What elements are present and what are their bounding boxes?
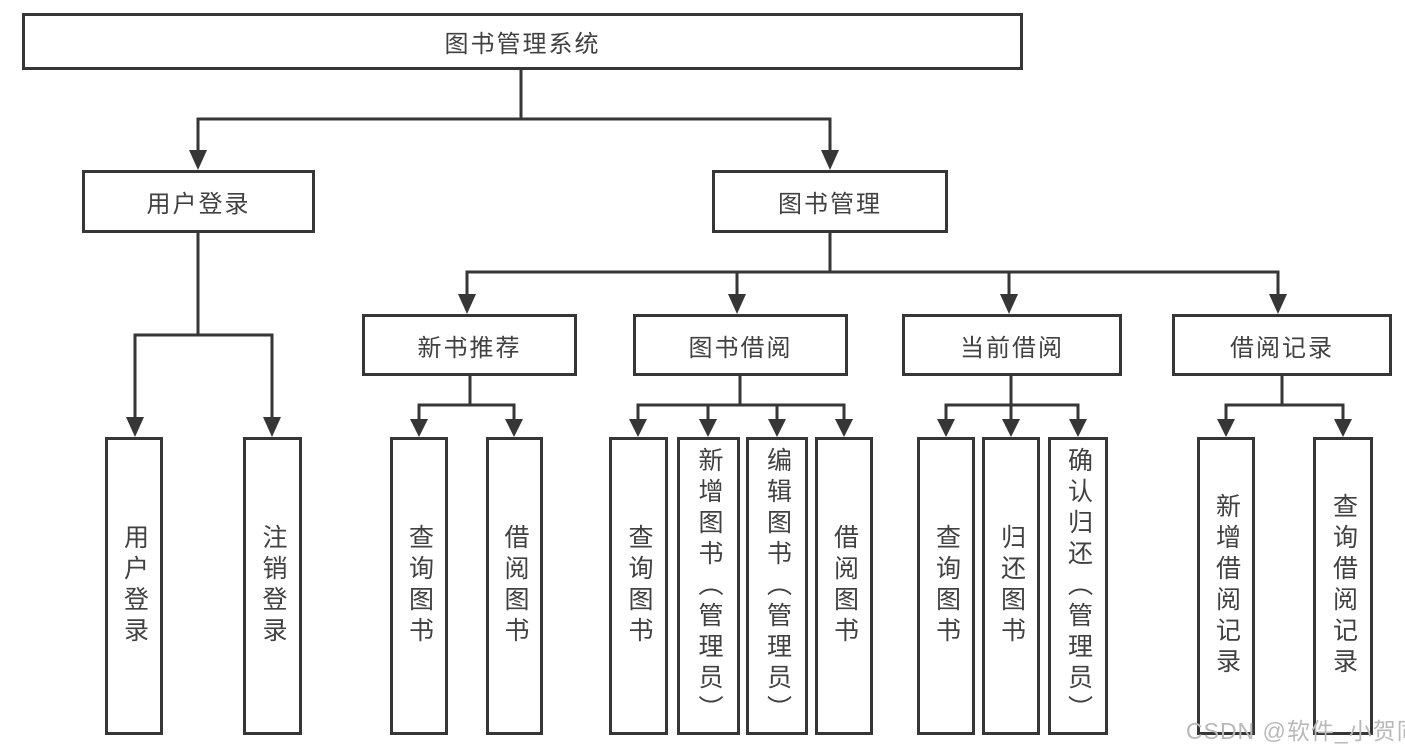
leaf-user-login: 用户登录 [105,437,163,735]
node-book-borrowing: 图书借阅 [633,314,848,376]
arrowheads-root-split [189,150,839,170]
connector-current-borrow-split [944,376,1080,421]
arrowheads-user-login-split [126,417,281,437]
arrowheads-current-borrow-split [937,419,1087,437]
watermark-text: CSDN @软件_小贺同学 [1186,718,1405,744]
arrowheads-book-mgmt-split [458,294,1287,314]
leaf-cb-return-books: 归还图书 [982,437,1040,735]
node-current-borrowing: 当前借阅 [902,314,1122,376]
arrowheads-borrow-records-split [1217,419,1352,437]
node-library-system: 图书管理系统 [22,13,1023,70]
leaf-bb-query-books: 查询图书 [609,437,668,735]
node-user-login: 用户登录 [82,170,315,233]
leaf-bb-edit-books-admin: 编辑图书（管理员） [746,437,808,735]
connector-borrow-records-split [1224,376,1345,421]
connector-book-mgmt-split [465,233,1280,296]
node-book-management: 图书管理 [712,170,948,233]
node-borrowing-records: 借阅记录 [1172,314,1392,376]
connector-new-book-rec-split [417,376,516,421]
leaf-cb-confirm-return-admin: 确认归还（管理员） [1048,437,1108,735]
leaf-nbr-query-books: 查询图书 [390,437,448,735]
leaf-bb-add-books-admin: 新增图书（管理员） [677,437,740,735]
connector-user-login-split [133,233,274,419]
connector-root-split [196,70,832,152]
connector-book-borrow-split [636,376,846,421]
leaf-cb-query-books: 查询图书 [917,437,975,735]
leaf-logout: 注销登录 [243,437,302,735]
leaf-br-add-record: 新增借阅记录 [1197,437,1255,735]
node-new-book-recommend: 新书推荐 [362,314,577,376]
arrowheads-book-borrow-split [629,419,853,437]
leaf-nbr-borrow-books: 借阅图书 [486,437,543,735]
arrowheads-new-book-rec-split [410,419,523,437]
leaf-bb-borrow-books: 借阅图书 [815,437,873,735]
leaf-br-query-record: 查询借阅记录 [1313,437,1373,735]
